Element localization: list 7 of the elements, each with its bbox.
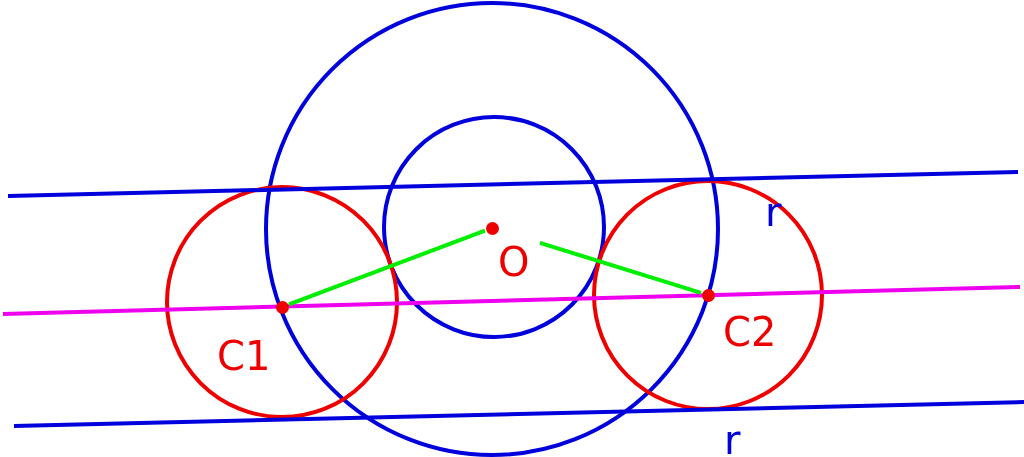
line-label: r [724, 420, 741, 457]
point-label: C1 [217, 336, 271, 376]
point-label: C2 [723, 312, 777, 352]
point-label: O [498, 242, 530, 282]
line-segment [539, 241, 702, 295]
line-segment [288, 228, 486, 307]
line-label: r [765, 192, 782, 232]
